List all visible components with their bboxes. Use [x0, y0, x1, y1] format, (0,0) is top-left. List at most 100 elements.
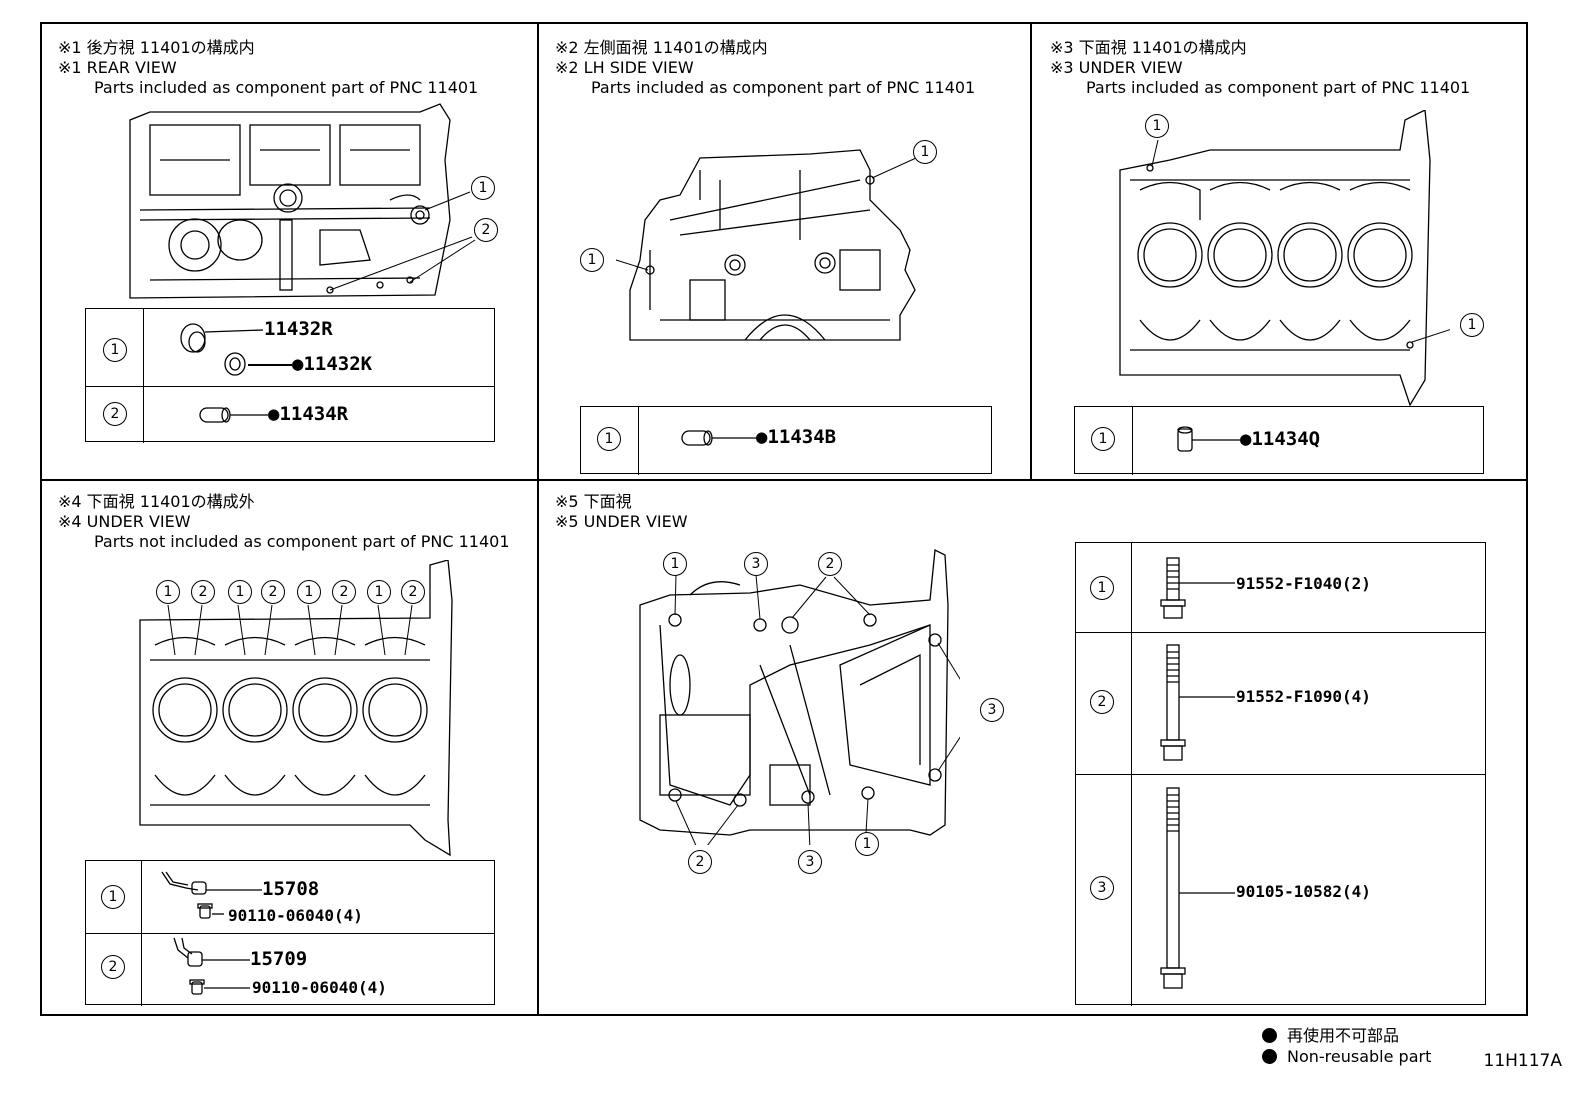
panel1-subtitle: Parts included as component part of PNC … — [94, 78, 479, 97]
plug-icon — [180, 323, 264, 376]
part-number-15708: 15708 — [262, 878, 320, 900]
panel4-callout-1a: 1 — [156, 580, 180, 604]
panel2-callout-1-top: 1 — [913, 140, 937, 164]
panel5-callout-2-bottom: 2 — [688, 850, 712, 874]
panel1-title-en: ※1 REAR VIEW — [58, 58, 177, 77]
diagram-frame — [40, 22, 1528, 1016]
panel4-callout-2b: 2 — [261, 580, 285, 604]
panel3-row1-callout: 1 — [1091, 427, 1115, 451]
panel5-parts-table — [1075, 542, 1486, 1006]
panel1-engine-block-drawing — [129, 103, 476, 299]
panel2-title-en: ※2 LH SIDE VIEW — [555, 58, 694, 77]
divider-horizontal — [40, 479, 1528, 481]
panel3-header: ※3 下面視 11401の構成内 ※3 UNDER VIEW Parts inc… — [1050, 38, 1470, 98]
panel5-row2-callout: 2 — [1090, 690, 1114, 714]
legend-jp-text: 再使用不可部品 — [1287, 1026, 1400, 1045]
part-number-90110-06040-b: 90110-06040(4) — [252, 978, 387, 997]
panel2-header: ※2 左側面視 11401の構成内 ※2 LH SIDE VIEW Parts … — [555, 38, 975, 98]
panel5-title-jp: ※5 下面視 — [555, 492, 632, 511]
panel2-parts-table — [580, 406, 992, 475]
panel3-subtitle: Parts included as component part of PNC … — [1086, 78, 1471, 97]
panel1-parts-table — [85, 308, 495, 443]
panel4-engine-block-drawing — [139, 560, 453, 857]
panel4-callout-2d: 2 — [401, 580, 425, 604]
table-row — [581, 407, 991, 475]
part-number-11432r: 11432R — [264, 318, 333, 340]
table-row — [1076, 775, 1485, 1006]
panel3-engine-block-drawing — [1119, 110, 1450, 407]
panel4-subtitle: Parts not included as component part of … — [94, 532, 510, 551]
table-num-cell — [86, 309, 144, 386]
table-row — [86, 309, 494, 387]
divider-bottom — [537, 479, 539, 1016]
leader-line — [248, 364, 292, 366]
figure-code: 11H117A — [1483, 1051, 1563, 1071]
panel2-row1-callout: 1 — [597, 427, 621, 451]
panel4-row2-callout: 2 — [101, 955, 125, 979]
panel5-callout-3-right: 3 — [980, 698, 1004, 722]
table-num-cell — [1075, 407, 1133, 475]
table-num-cell — [1076, 543, 1132, 632]
table-num-cell — [86, 934, 142, 1006]
table-row — [1076, 633, 1485, 775]
panel1-callout-1: 1 — [471, 176, 495, 200]
bolt-icon — [1160, 787, 1235, 989]
pin-icon — [1177, 426, 1245, 452]
divider-top-right — [1030, 22, 1032, 480]
bullet-icon — [1262, 1049, 1277, 1064]
panel2-callout-1-left: 1 — [580, 248, 604, 272]
bolt-icon — [1160, 557, 1235, 619]
legend-en: Non-reusable part — [1262, 1047, 1431, 1066]
panel5-callout-2-top: 2 — [818, 552, 842, 576]
legend-en-text: Non-reusable part — [1287, 1047, 1432, 1066]
panel3-callout-1-right: 1 — [1460, 313, 1484, 337]
panel5-callout-1-top: 1 — [663, 552, 687, 576]
panel4-callout-1b: 1 — [228, 580, 252, 604]
panel5-row1-callout: 1 — [1090, 576, 1114, 600]
panel4-parts-table — [85, 860, 495, 1006]
part-number-91552-f1040: 91552-F1040(2) — [1236, 574, 1371, 593]
bullet-icon — [1262, 1028, 1277, 1043]
table-row — [86, 387, 494, 443]
panel2-title-jp: ※2 左側面視 11401の構成内 — [555, 38, 768, 57]
pin-icon — [681, 430, 760, 446]
bolt-icon — [1160, 644, 1235, 761]
legend-jp: 再使用不可部品 — [1262, 1022, 1399, 1046]
panel1-header: ※1 後方視 11401の構成内 ※1 REAR VIEW Parts incl… — [58, 38, 478, 98]
panel4-title-en: ※4 UNDER VIEW — [58, 512, 191, 531]
panel5-header: ※5 下面視 ※5 UNDER VIEW — [555, 492, 688, 532]
panel4-callout-2c: 2 — [332, 580, 356, 604]
panel4-row1-callout: 1 — [101, 885, 125, 909]
panel4-callout-2a: 2 — [191, 580, 215, 604]
panel4-callout-1d: 1 — [367, 580, 391, 604]
divider-top-left — [537, 22, 539, 480]
table-row — [86, 934, 494, 1006]
panel5-callout-1-bottom: 1 — [855, 832, 879, 856]
panel3-parts-table — [1074, 406, 1484, 475]
panel4-header: ※4 下面視 11401の構成外 ※4 UNDER VIEW Parts not… — [58, 492, 510, 552]
panel4-callout-1c: 1 — [297, 580, 321, 604]
table-num-cell — [86, 387, 144, 443]
table-row — [1075, 407, 1483, 475]
part-number-15709: 15709 — [250, 948, 308, 970]
panel5-title-en: ※5 UNDER VIEW — [555, 512, 688, 531]
panel3-title-jp: ※3 下面視 11401の構成内 — [1050, 38, 1247, 57]
panel1-row1-callout: 1 — [103, 338, 127, 362]
part-number-11432k: ●11432K — [292, 353, 373, 375]
part-number-11434b: ●11434B — [756, 426, 837, 448]
panel5-row3-callout: 3 — [1090, 876, 1114, 900]
panel3-title-en: ※3 UNDER VIEW — [1050, 58, 1183, 77]
panel2-engine-block-drawing — [615, 149, 917, 341]
table-num-cell — [1076, 633, 1132, 774]
panel3-callout-1-top: 1 — [1145, 114, 1169, 138]
table-num-cell — [86, 861, 142, 933]
panel4-title-jp: ※4 下面視 11401の構成外 — [58, 492, 255, 511]
panel1-callout-2: 2 — [474, 218, 498, 242]
table-row — [86, 861, 494, 934]
table-num-cell — [581, 407, 639, 475]
panel1-row2-callout: 2 — [103, 402, 127, 426]
panel5-callout-3-top: 3 — [744, 552, 768, 576]
pin-icon — [199, 407, 268, 423]
part-number-11434r: ●11434R — [268, 403, 349, 425]
panel5-engine-block-drawing — [639, 548, 960, 845]
